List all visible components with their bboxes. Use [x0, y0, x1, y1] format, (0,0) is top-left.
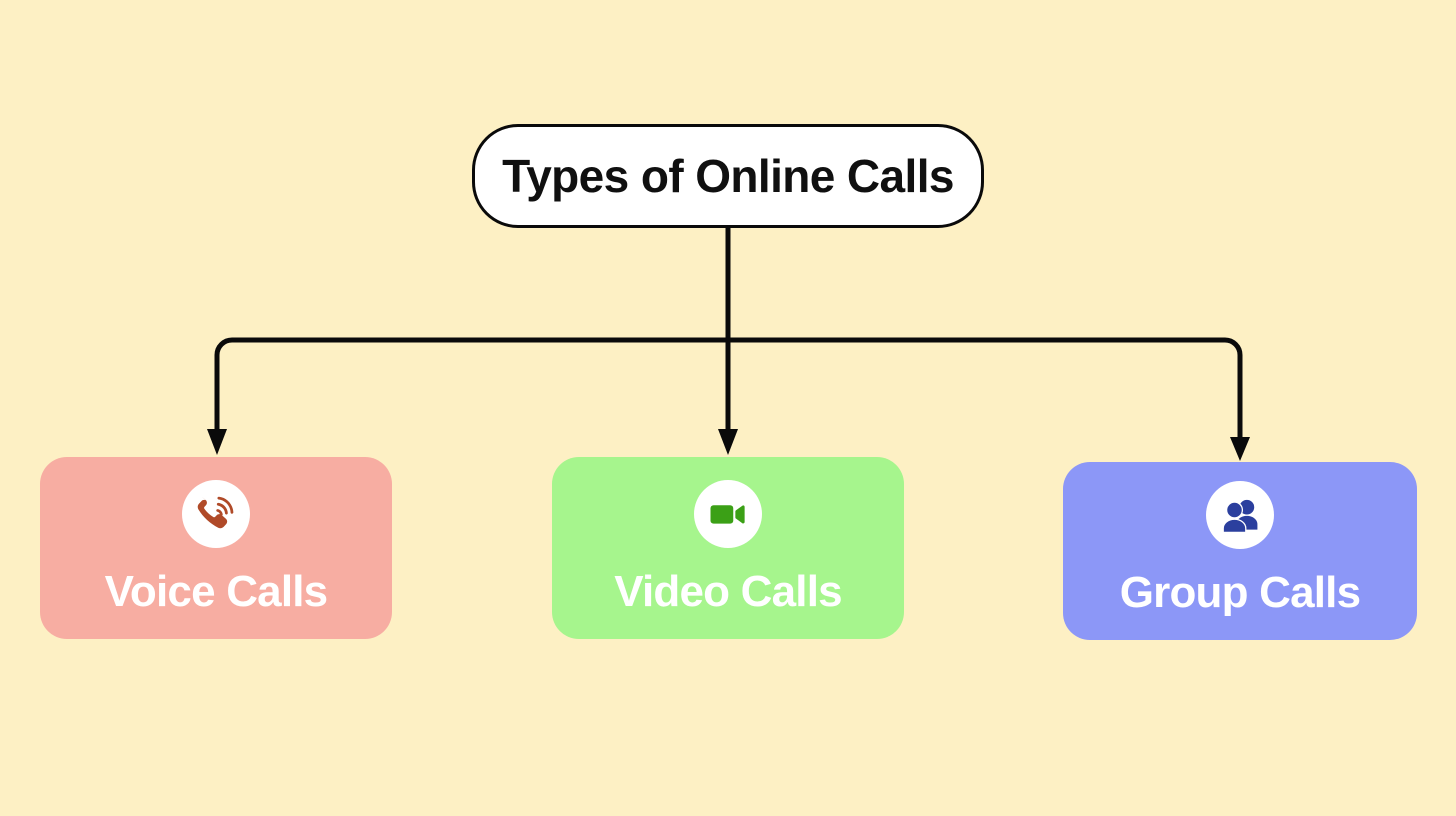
root-node[interactable]: Types of Online Calls: [472, 124, 984, 228]
voice-icon-badge: [182, 480, 250, 548]
node-video-calls-label: Video Calls: [614, 567, 842, 616]
arrowhead-voice: [207, 429, 227, 455]
node-video-calls[interactable]: Video Calls: [552, 457, 904, 639]
node-group-calls[interactable]: Group Calls: [1063, 462, 1417, 640]
root-node-title: Types of Online Calls: [502, 150, 954, 202]
arrowhead-group: [1230, 437, 1250, 461]
video-camera-icon: [710, 505, 745, 524]
group-icon-badge: [1206, 481, 1274, 549]
people-group-icon: [1222, 499, 1258, 534]
video-icon-badge: [694, 480, 762, 548]
node-voice-calls[interactable]: Voice Calls: [40, 457, 392, 639]
phone-call-waves-icon: [197, 496, 234, 529]
arrowhead-video: [718, 429, 738, 455]
node-voice-calls-label: Voice Calls: [104, 567, 329, 616]
node-group-calls-label: Group Calls: [1119, 568, 1361, 617]
